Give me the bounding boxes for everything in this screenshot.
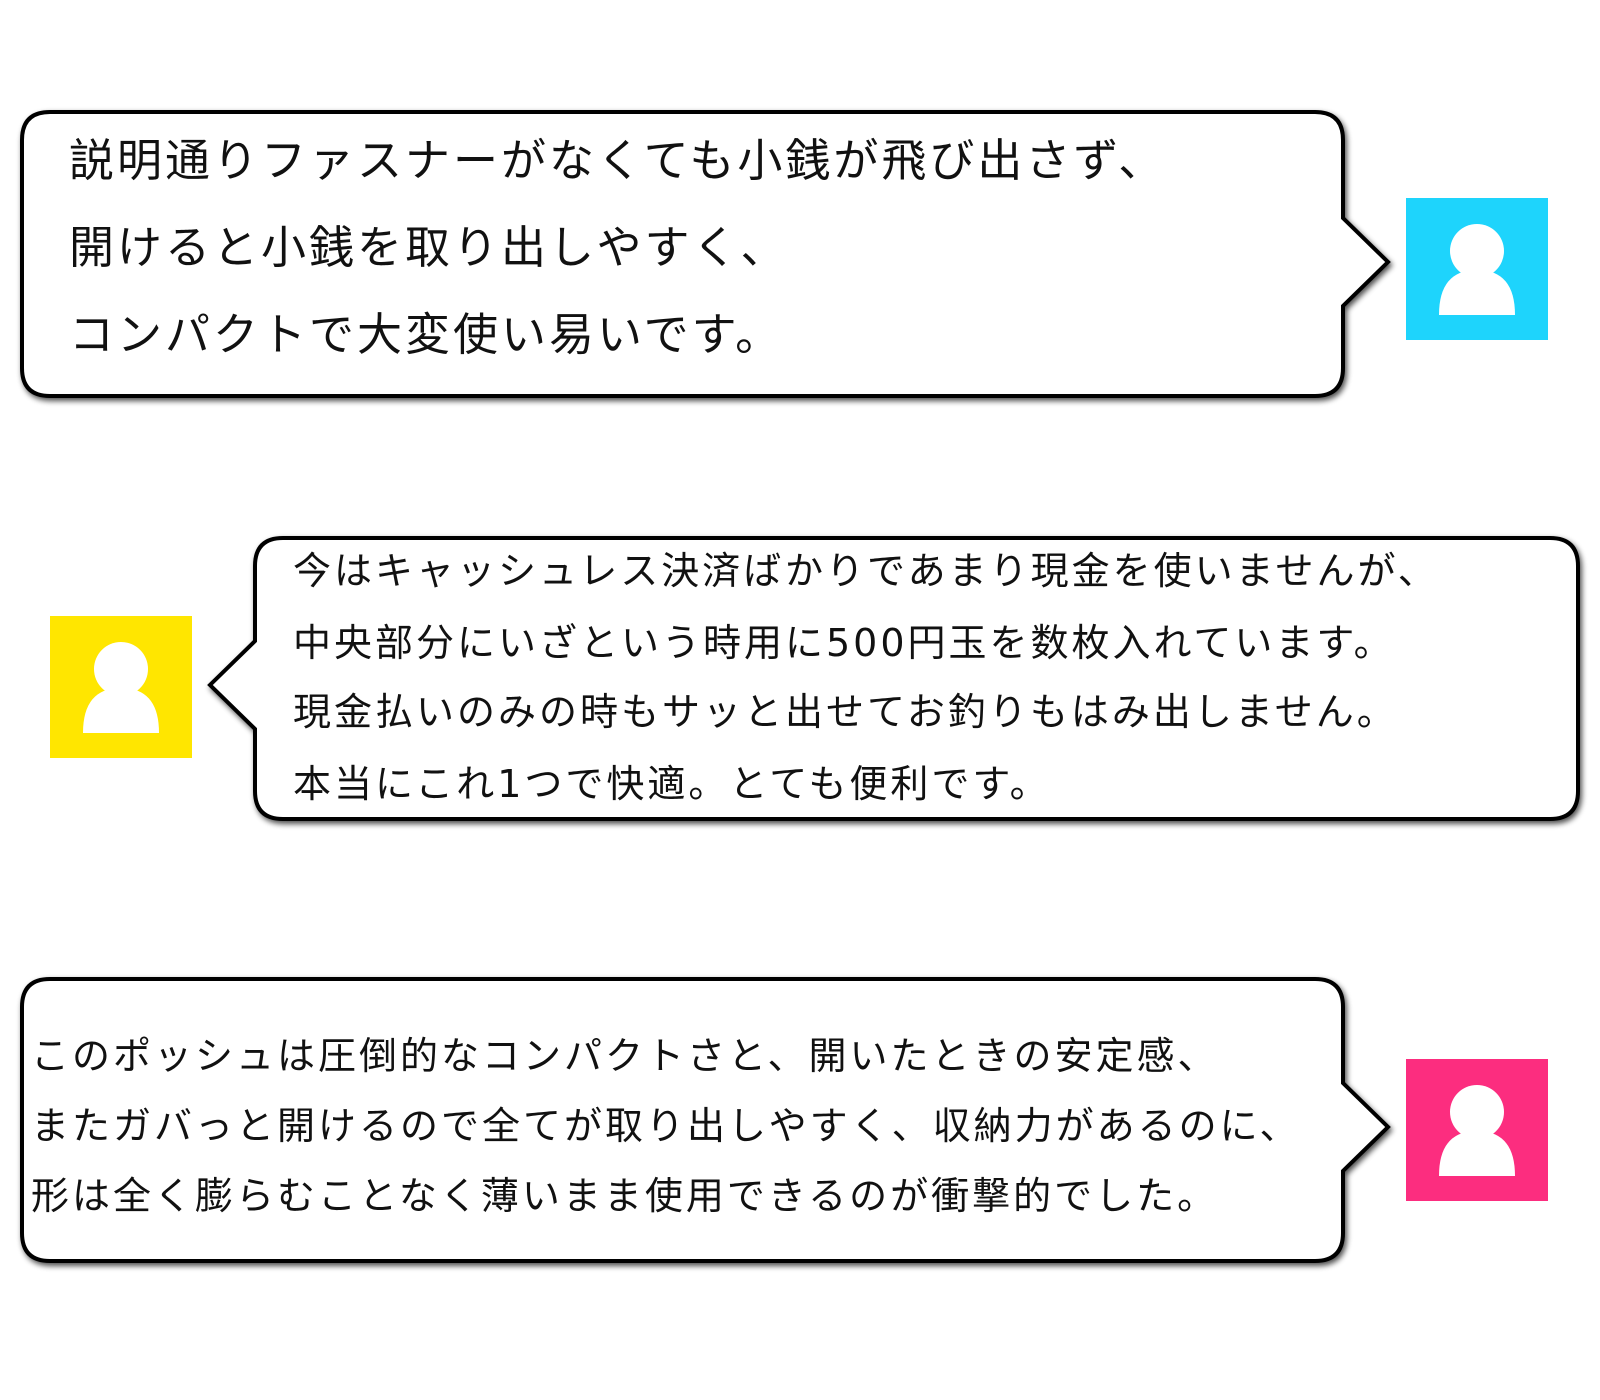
avatar-2 — [50, 616, 192, 758]
review-2-line-3: 現金払いのみの時もサッと出せてお釣りもはみ出しません。 — [293, 690, 1398, 734]
review-2-line-2: 中央部分にいざという時用に500円玉を数枚入れています。 — [293, 621, 1395, 665]
avatar-3 — [1406, 1059, 1548, 1201]
user-icon — [1406, 198, 1548, 340]
review-3-line-1: このポッシュは圧倒的なコンパクトさと、開いたときの安定感、 — [31, 1034, 1219, 1078]
review-1-line-3: コンパクトで大変使い易いです。 — [69, 308, 784, 361]
review-1-line-1: 説明通りファスナーがなくても小銭が飛び出さず、 — [69, 134, 1167, 187]
review-2-line-4: 本当にこれ1つで快適。とても便利です。 — [293, 762, 1051, 806]
review-3-line-3: 形は全く膨らむことなく薄いまま使用できるのが衝撃的でした。 — [31, 1174, 1219, 1218]
user-icon — [1406, 1059, 1548, 1201]
speech-bubble-2 — [207, 536, 1580, 821]
review-3-line-2: またガバっと開けるので全てが取り出しやすく、収納力があるのに、 — [31, 1104, 1301, 1148]
review-2-line-1: 今はキャッシュレス決済ばかりであまり現金を使いませんが、 — [293, 549, 1439, 593]
avatar-1 — [1406, 198, 1548, 340]
review-1-line-2: 開けると小銭を取り出しやすく、 — [69, 221, 789, 274]
speech-bubble-3 — [20, 977, 1391, 1263]
user-icon — [50, 616, 192, 758]
speech-bubble-1 — [20, 110, 1391, 398]
